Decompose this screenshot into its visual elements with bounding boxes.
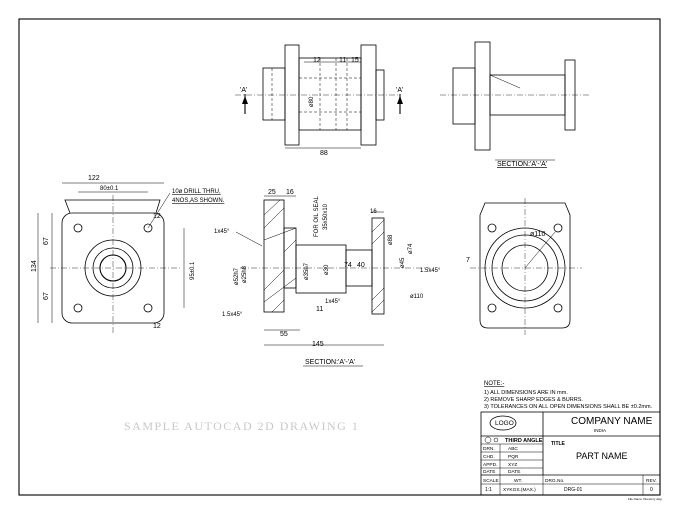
right-view: ø110 7 <box>466 198 582 335</box>
company-name: COMPANY NAME <box>571 416 653 427</box>
sec-dim-11: 11 <box>316 306 323 313</box>
sec-dia35: ø35h7 <box>304 262 310 280</box>
watermark: SAMPLE AUTOCAD 2D DRAWING 1 <box>124 419 359 433</box>
part-name: PART NAME <box>576 451 628 461</box>
front-dim-12a: 12 <box>153 213 161 220</box>
footer-filename: File Name: Directory dwg <box>628 497 662 501</box>
row-appd-label: APPD. <box>483 462 497 468</box>
sec-dim-74: 74 <box>344 262 352 269</box>
sheet-border <box>18 18 661 496</box>
sec-dim-145: 145 <box>312 341 324 348</box>
row-drn-label: DRN. <box>483 446 495 452</box>
rev-value: 0 <box>650 487 653 493</box>
front-view: 122 80±0.1 67 67 134 95±0.1 12 12 10ø DR… <box>31 175 225 335</box>
top-dim-dia80: ø80 <box>309 96 315 107</box>
top-dim-88: 88 <box>320 150 328 157</box>
sec-dim-16: 16 <box>286 189 294 196</box>
top-view: 12 11 15 88 ø80 'A' 'A' <box>235 44 403 157</box>
sec-dim-25: 25 <box>268 189 276 196</box>
sec-dim-16b: 16 <box>370 209 377 215</box>
front-dim-67b: 67 <box>43 292 50 300</box>
section-view: 25 16 FOR OIL SEAL 35x50x10 16 1x45° ø52… <box>214 189 441 367</box>
row-date-value: DATE <box>508 469 520 475</box>
sec-oil-seal-size: 35x50x10 <box>323 203 329 230</box>
logo-text: LOGO <box>495 420 514 427</box>
note-2: 2) REMOVE SHARP EDGES & BURRS. <box>484 397 583 403</box>
drill-note-1: 10ø DRILL THRU, <box>172 189 221 195</box>
top-dim-12: 12 <box>313 57 321 64</box>
front-dim-122: 122 <box>88 175 100 182</box>
sec-chamfer-2: 1.5x45° <box>420 268 441 274</box>
title-label: TITLE <box>551 441 566 447</box>
note-3: 3) TOLERANCES ON ALL OPEN DIMENSIONS SHA… <box>484 404 653 410</box>
sec-dim-55: 55 <box>280 331 288 338</box>
sec-chamfer-1: 1x45° <box>214 229 230 235</box>
section-mark-left: 'A' <box>240 87 247 94</box>
title-block: LOGO COMPANY NAME INDIA THIRD ANGLE TITL… <box>480 411 662 501</box>
sec-chamfer-3: 1x45° <box>325 299 341 305</box>
row-drn-value: ABC <box>508 446 518 452</box>
scale-value: 1:1 <box>485 487 492 493</box>
sec-dia74: ø74 <box>408 243 414 254</box>
sec-dia52: ø52h7 <box>234 267 240 285</box>
company-location: INDIA <box>594 428 606 433</box>
third-angle-label: THIRD ANGLE <box>505 438 543 444</box>
row-appd-value: XYZ <box>508 462 517 468</box>
side-view: SECTION:'A'-'A' <box>440 41 590 168</box>
top-dim-15: 15 <box>351 57 359 64</box>
front-dim-80: 80±0.1 <box>100 186 119 192</box>
side-view-caption: SECTION:'A'-'A' <box>497 161 547 168</box>
section-mark-right: 'A' <box>396 87 403 94</box>
front-dim-95: 95±0.1 <box>190 261 196 280</box>
front-dim-67a: 67 <box>43 237 50 245</box>
front-dim-134: 134 <box>31 260 38 272</box>
sec-dim-40: 40 <box>357 262 365 269</box>
right-dim-dia110: ø110 <box>530 231 546 238</box>
sec-dia88: ø88 <box>388 234 394 245</box>
logo-ellipse <box>489 415 517 431</box>
sec-oil-seal: FOR OIL SEAL <box>314 196 320 237</box>
notes-block: NOTE:- 1) ALL DIMENSIONS ARE IN mm. 2) R… <box>484 381 653 410</box>
right-dim-7: 7 <box>466 257 470 264</box>
note-1: 1) ALL DIMENSIONS ARE IN mm. <box>484 390 568 396</box>
dwg-label: DRG.No. <box>545 478 564 484</box>
row-chd-value: PQR <box>508 454 519 460</box>
sec-dia45: ø45 <box>400 257 406 268</box>
sec-dia30: ø30 <box>324 264 330 275</box>
notes-heading: NOTE:- <box>484 381 504 387</box>
row-date-label: DATE <box>483 469 495 475</box>
row-chd-label: CHD. <box>483 454 495 460</box>
sec-chamfer-4: 1.5x45° <box>222 312 243 318</box>
wt-label: WT. <box>514 478 522 484</box>
sec-dia110: ø110 <box>410 294 424 300</box>
top-dim-11: 11 <box>339 57 346 64</box>
rev-label: REV. <box>646 478 657 484</box>
sec-dia25: ø25h8 <box>242 265 248 283</box>
drill-note-2: 4NOS,AS SHOWN. <box>172 198 225 204</box>
sec-caption: SECTION:'A'-'A' <box>305 359 355 366</box>
front-dim-12b: 12 <box>153 323 161 330</box>
scale-label: SCALE <box>483 478 499 484</box>
wt-value: XYKGS.(MAX.) <box>503 487 536 493</box>
dwg-value: DRG-01 <box>564 487 583 493</box>
